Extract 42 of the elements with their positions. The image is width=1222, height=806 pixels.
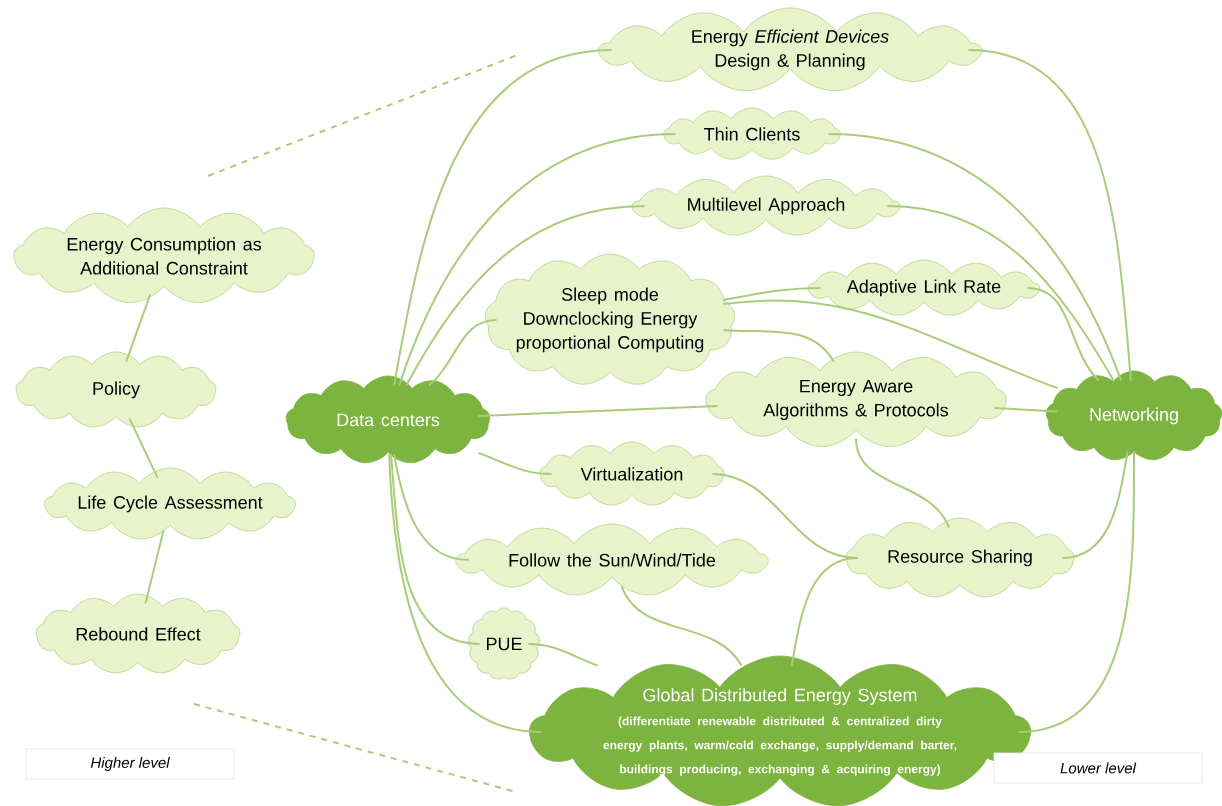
- cloud-node: Life Cycle Assessment: [44, 467, 296, 540]
- cloud-node: Virtualization: [539, 441, 725, 506]
- connector-line: [144, 529, 165, 605]
- cloud-node: Resource Sharing: [845, 517, 1075, 598]
- connector-line: [827, 133, 1123, 382]
- cloud-node: Data centers: [285, 375, 491, 464]
- connector-line: [428, 319, 498, 387]
- connector-line: [398, 133, 677, 387]
- cloud-node: Multilevel Approach: [631, 175, 901, 236]
- connector-line: [886, 204, 1115, 382]
- cloud-node: PUE: [467, 607, 541, 680]
- cloud-node: Adaptive Link Rate: [807, 259, 1041, 316]
- connector-line: [393, 49, 613, 387]
- connector-line: [128, 417, 159, 479]
- cloud-node: Sleep mode Downclocking Energy proportional Computing: [485, 253, 735, 385]
- cloud-node: Policy: [15, 351, 217, 428]
- cloud-node: Energy Consumption as Additional Constraint: [13, 207, 315, 303]
- connector-line: [125, 293, 152, 363]
- connector-line: [527, 642, 599, 667]
- connector-line: [393, 453, 470, 561]
- connector-line: [388, 453, 543, 733]
- connector-line: [1026, 286, 1100, 382]
- connector-line: [855, 437, 950, 529]
- connector-line: [993, 406, 1059, 413]
- connector-line: [477, 404, 719, 418]
- connector-line: [967, 49, 1132, 382]
- connector-line: [722, 286, 822, 301]
- cloud-node: Energy Aware Algorithms & Protocols: [705, 351, 1007, 447]
- connector-line: [620, 585, 743, 667]
- connector-line: [1017, 450, 1135, 733]
- cloud-node: Follow the Sun/Wind/Tide: [455, 523, 769, 596]
- cloud-node: Thin Clients: [663, 107, 841, 160]
- connector-line: [790, 557, 859, 667]
- connector-line: [1061, 450, 1129, 559]
- connector-line: [477, 451, 553, 475]
- connector-line: [405, 204, 646, 387]
- connector-line: [722, 328, 835, 363]
- connector-line: [390, 453, 481, 645]
- connector-line: [722, 299, 1059, 390]
- cloud-node: Energy Efficient Devices Design & Planning: [597, 7, 983, 92]
- cloud-node: Rebound Effect: [35, 593, 241, 674]
- cloud-node: Networking: [1045, 370, 1222, 461]
